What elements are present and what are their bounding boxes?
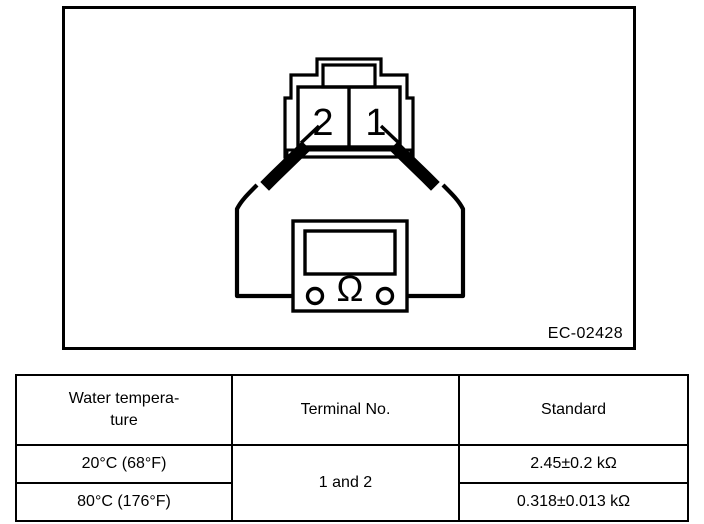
header-water-temperature: Water tempera- ture bbox=[15, 374, 233, 446]
figure-panel: 2 1 Ω EC-02428 bbox=[62, 6, 636, 350]
cell-terminal-no: 1 and 2 bbox=[231, 444, 460, 522]
right-test-lead bbox=[379, 124, 466, 299]
left-test-lead bbox=[234, 124, 321, 299]
header-water-temperature-line1: Water tempera- bbox=[68, 390, 180, 408]
cell-standard-2: 0.318±0.013 kΩ bbox=[458, 482, 689, 522]
specification-table: Water tempera- ture Terminal No. Standar… bbox=[15, 374, 689, 522]
cell-standard-1: 2.45±0.2 kΩ bbox=[458, 444, 689, 484]
cell-water-temperature-2: 80°C (176°F) bbox=[15, 482, 233, 522]
terminal-label-1: 1 bbox=[365, 102, 386, 144]
meter-jack-left bbox=[305, 286, 325, 306]
meter-jack-right bbox=[375, 286, 395, 306]
table-header-row: Water tempera- ture Terminal No. Standar… bbox=[15, 374, 689, 446]
table-row: 20°C (68°F) 1 and 2 2.45±0.2 kΩ bbox=[15, 444, 689, 522]
header-water-temperature-line2: ture bbox=[110, 412, 138, 429]
figure-code-label: EC-02428 bbox=[547, 325, 623, 342]
ohm-symbol: Ω bbox=[337, 268, 364, 309]
ohmmeter: Ω bbox=[291, 219, 409, 313]
terminal-label-2: 2 bbox=[312, 102, 333, 144]
header-terminal-no: Terminal No. bbox=[231, 374, 460, 446]
cell-water-temperature-1: 20°C (68°F) bbox=[15, 444, 233, 484]
header-standard: Standard bbox=[458, 374, 689, 446]
table-row: 80°C (176°F) 0.318±0.013 kΩ bbox=[15, 482, 689, 522]
sensor-resistance-check-diagram: 2 1 Ω bbox=[234, 57, 466, 313]
